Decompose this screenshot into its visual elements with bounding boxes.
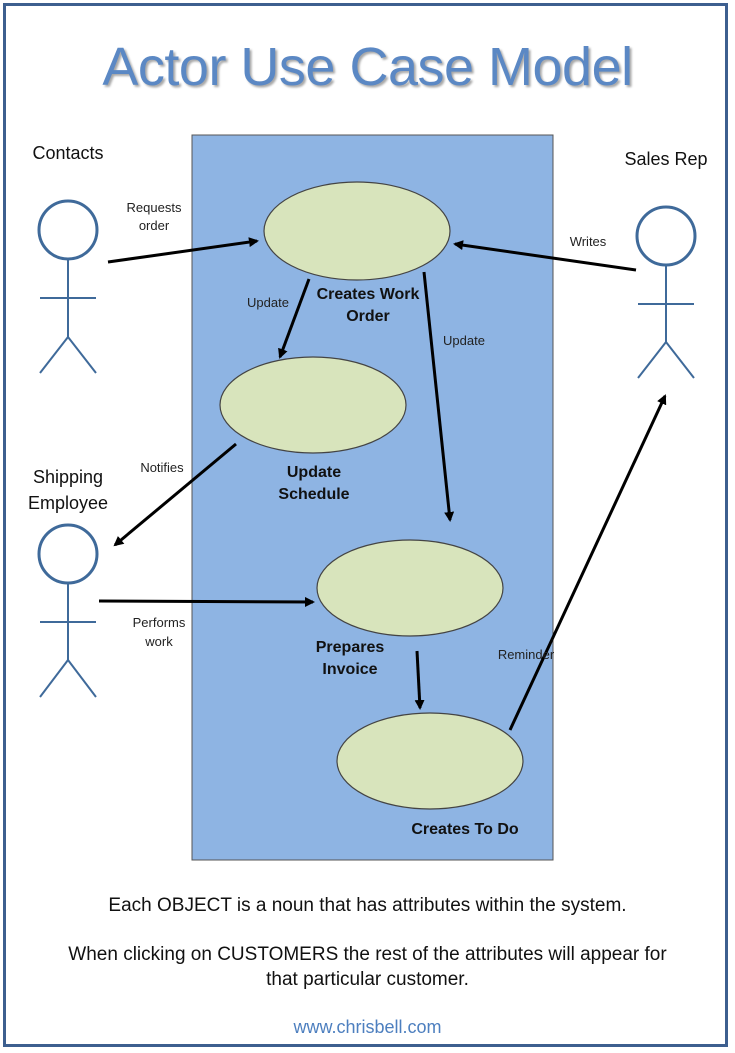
edge-label-work: work: [145, 634, 173, 649]
edge-label-writes: Writes: [569, 234, 607, 249]
note-customers-line2: that particular customer.: [266, 969, 469, 990]
use-case-label-prepares: Prepares: [315, 639, 385, 656]
edge-label-notifies: Notifies: [140, 460, 184, 475]
note-customers-line1: When clicking on CUSTOMERS the rest of t…: [68, 944, 667, 965]
use-case-label-invoice: Invoice: [322, 661, 378, 678]
edge-label-update-right: Update: [443, 333, 485, 348]
use-case-label-creates-to-do: Creates To Do: [411, 821, 519, 838]
arrow-update-invoice: [422, 271, 455, 522]
edge-label-update-left: Update: [247, 295, 289, 310]
use-case-label-update: Update: [286, 464, 342, 481]
actor-label-employee: Employee: [27, 493, 109, 513]
edge-label-order: order: [138, 218, 170, 233]
note-objects: Each OBJECT is a noun that has attribute…: [108, 895, 627, 916]
actor-shipping-employee-figure[interactable]: [37, 523, 99, 698]
actor-contacts-figure[interactable]: [37, 199, 99, 374]
use-case-prepares-invoice[interactable]: [316, 539, 504, 637]
arrow-invoice-to-do: [414, 650, 425, 710]
page-title: Actor Use Case Model: [102, 37, 633, 97]
use-case-creates-work-order[interactable]: [263, 181, 451, 281]
edge-label-performs: Performs: [132, 615, 186, 630]
use-case-label-schedule: Schedule: [278, 486, 350, 503]
actor-label-sales-rep: Sales Rep: [624, 149, 708, 169]
actor-label-shipping: Shipping: [32, 467, 104, 487]
use-case-update-schedule[interactable]: [219, 356, 407, 454]
edge-label-reminder: Reminder: [497, 647, 555, 662]
arrow-reminder: [508, 394, 667, 731]
use-case-label-order: Order: [346, 308, 390, 325]
use-case-creates-to-do[interactable]: [336, 712, 524, 810]
footer-website-link[interactable]: www.chrisbell.com: [293, 1017, 442, 1037]
arrow-writes: [453, 240, 637, 272]
actor-label-contacts: Contacts: [32, 143, 104, 163]
arrow-requests-order: [107, 237, 259, 264]
use-case-label-creates-work: Creates Work: [316, 286, 420, 303]
arrow-update-schedule: [278, 278, 311, 359]
arrow-performs-work: [98, 596, 315, 607]
actor-sales-rep-figure[interactable]: [635, 205, 697, 379]
arrow-notifies: [113, 442, 237, 547]
edge-label-requests: Requests: [126, 200, 182, 215]
